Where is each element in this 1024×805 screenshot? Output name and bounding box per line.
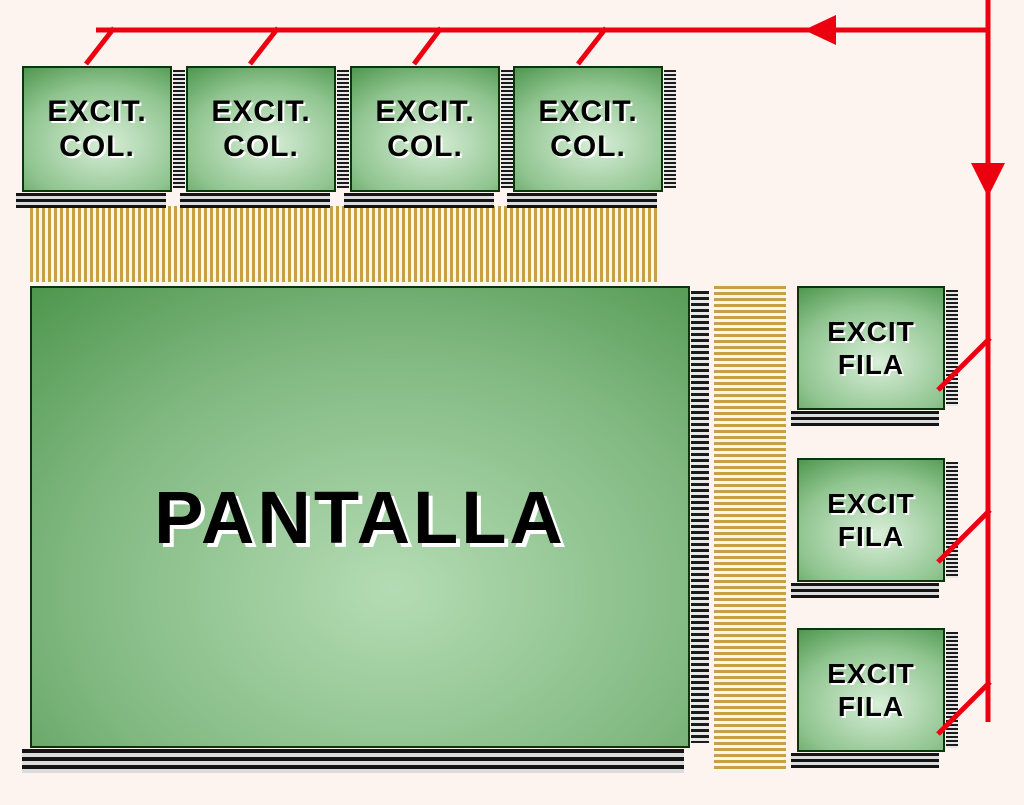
excit-col-label-line1: EXCIT. xyxy=(211,94,311,128)
excit-fila-label-line2: FILA xyxy=(837,521,905,552)
excit-fila-chip-2: EXCIT FILA xyxy=(791,458,958,598)
excit-fila-chip-1: EXCIT FILA xyxy=(791,286,958,426)
pantalla-label: PANTALLA xyxy=(154,475,566,559)
excit-col-chip-1: EXCIT. COL. xyxy=(16,66,185,208)
excit-fila-label-line1: EXCIT xyxy=(827,657,915,689)
excit-col-label-line1: EXCIT. xyxy=(375,94,475,128)
excit-col-chip-3: EXCIT. COL. xyxy=(344,66,513,208)
excit-col-label-line2: COL. xyxy=(550,130,626,163)
excit-col-label-line1: EXCIT. xyxy=(47,94,147,128)
excit-col-label-line2: COL. xyxy=(223,130,299,163)
pantalla-screen: PANTALLA xyxy=(22,286,709,773)
wire-tap-col-2 xyxy=(248,26,280,66)
excit-col-label-line2: COL. xyxy=(387,130,463,163)
wire-tap-col-3 xyxy=(412,26,443,66)
excit-fila-chip-3: EXCIT FILA xyxy=(791,628,958,768)
wire-tap-col-1 xyxy=(84,26,116,66)
row-connector-ribbon xyxy=(714,286,786,772)
excit-col-label-line1: EXCIT. xyxy=(538,94,638,128)
excit-col-chip-2: EXCIT. COL. xyxy=(180,66,349,208)
excit-col-label-line2: COL. xyxy=(59,130,135,163)
arrowhead-down-icon xyxy=(971,163,1005,197)
excit-fila-label-line1: EXCIT xyxy=(827,315,915,347)
excit-fila-label-line1: EXCIT xyxy=(827,487,915,519)
column-connector-ribbon xyxy=(30,206,658,282)
excit-fila-label-line2: FILA xyxy=(837,349,905,380)
excit-fila-label-line2: FILA xyxy=(837,691,905,722)
excit-col-chip-4: EXCIT. COL. xyxy=(507,66,676,208)
wire-tap-col-4 xyxy=(576,26,608,66)
arrowhead-left-icon xyxy=(804,15,836,45)
